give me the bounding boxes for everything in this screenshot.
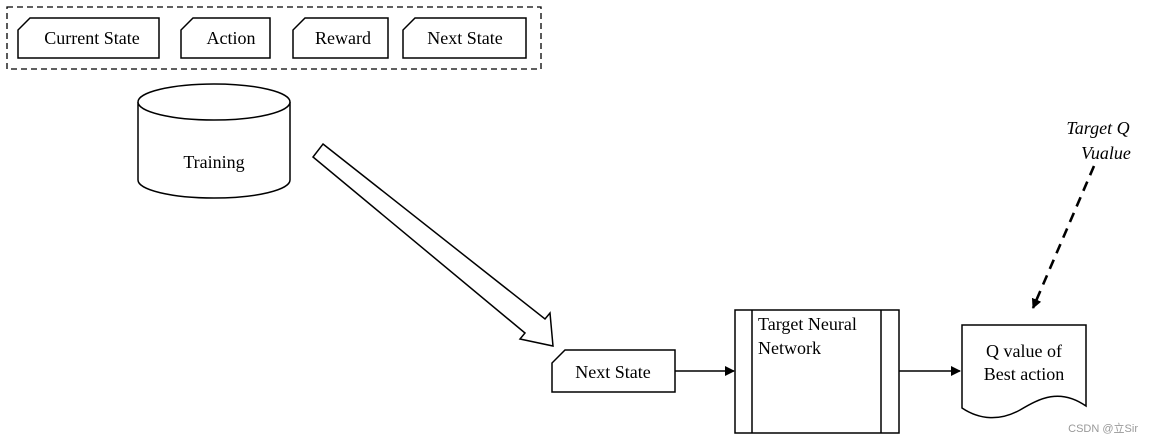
memory-card-next-state: Next State — [402, 17, 527, 59]
memory-card-reward: Reward — [292, 17, 389, 59]
watermark-text: CSDN @立Sir — [1068, 421, 1138, 435]
output-label-line1: Q value of — [986, 341, 1062, 361]
memory-card-label: Action — [207, 28, 256, 48]
memory-group-box — [6, 6, 542, 70]
target-q-label-line1: Target Q — [1066, 118, 1129, 138]
memory-card-label: Next State — [427, 28, 502, 48]
next-state-input-label: Next State — [575, 362, 650, 382]
target-neural-network-box: Target Neural Network — [734, 309, 900, 434]
memory-card-label: Reward — [315, 28, 371, 48]
memory-card-label: Current State — [44, 28, 139, 48]
memory-card-action: Action — [180, 17, 271, 59]
q-value-document: Q value of Best action — [961, 324, 1087, 419]
dashed-target-arrow — [1031, 165, 1096, 309]
output-label-line2: Best action — [984, 364, 1064, 384]
network-label-line2: Network — [758, 338, 821, 358]
training-database-cylinder: Training — [137, 83, 291, 199]
flow-block-arrow — [311, 142, 554, 347]
memory-card-current-state: Current State — [17, 17, 160, 59]
network-label-line1: Target Neural — [758, 314, 857, 334]
next-state-input-card: Next State — [551, 349, 676, 393]
target-q-label-line2: Vualue — [1081, 143, 1131, 163]
database-label: Training — [183, 152, 244, 172]
